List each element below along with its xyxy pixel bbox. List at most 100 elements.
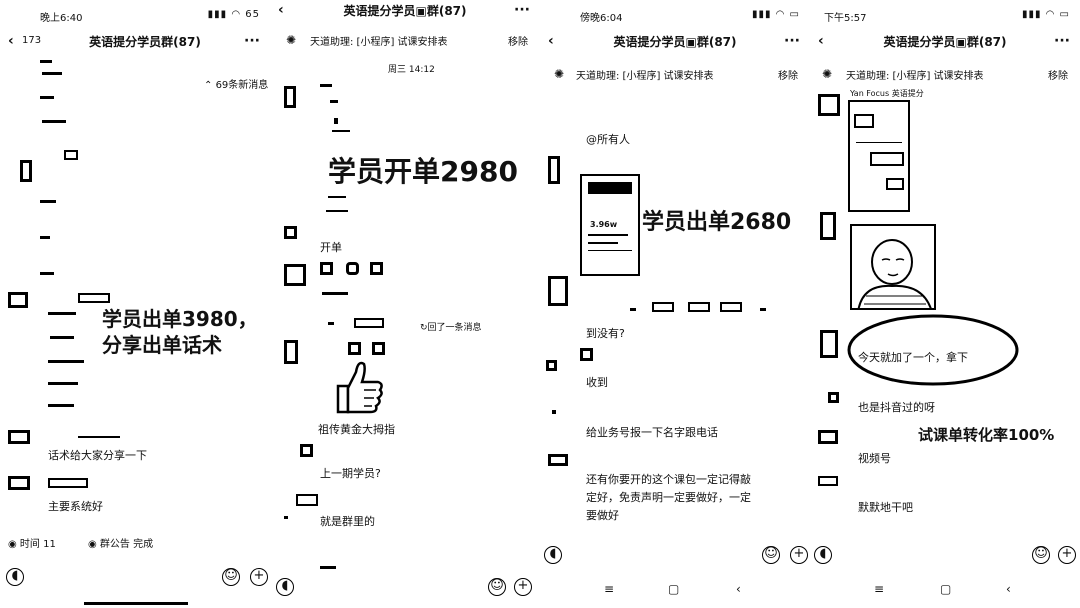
noise-mark — [42, 120, 66, 123]
shortcut-label: 时间 — [19, 539, 40, 550]
sender-avatar[interactable] — [546, 360, 557, 371]
payment-receipt-image[interactable]: 3.96w — [580, 174, 640, 276]
noise-mark — [42, 72, 62, 75]
sender-avatar[interactable] — [300, 444, 313, 457]
pinned-bar[interactable]: ✺ 天道助理: [小程序] 试课安排表 移除 — [270, 33, 540, 51]
sender-avatar[interactable] — [818, 94, 840, 116]
sender-avatar[interactable] — [346, 262, 359, 275]
voice-icon[interactable]: ◖ — [814, 546, 832, 564]
pinned-bar[interactable]: ✺ 天道助理: [小程序] 试课安排表 移除 — [810, 67, 1080, 85]
pinned-text: 天道助理: [小程序] 试课安排表 — [576, 71, 714, 82]
sender-avatar[interactable] — [580, 348, 593, 361]
miniprogram-icon: ✺ — [286, 33, 297, 47]
status-bar: 傍晚6:04 ▮▮▮ ◠ ▭ — [540, 9, 810, 24]
pinned-bar[interactable]: ✺ 天道助理: [小程序] 试课安排表 移除 — [540, 67, 810, 85]
chat-screenshot-2: ‹ 英语提分学员▣群(87) ··· ✺ 天道助理: [小程序] 试课安排表 移… — [270, 0, 540, 608]
noise-mark — [330, 100, 338, 103]
plus-icon[interactable]: + — [514, 578, 532, 596]
home-icon[interactable]: ▢ — [668, 582, 680, 596]
chat-message: 今天就加了一个，拿下 — [858, 351, 968, 364]
sender-avatar[interactable] — [820, 330, 838, 358]
shortcut-count: 11 — [43, 539, 56, 550]
more-icon[interactable]: ··· — [1054, 33, 1070, 49]
sender-avatar[interactable] — [818, 476, 838, 486]
sender-avatar[interactable] — [828, 392, 839, 403]
sender-avatar[interactable] — [296, 494, 318, 506]
sender-avatar[interactable] — [8, 476, 30, 490]
chat-title-text: 英语提分学员 — [613, 35, 686, 49]
more-icon[interactable]: ··· — [784, 33, 800, 49]
remove-button[interactable]: 移除 — [778, 71, 798, 82]
status-time: 下午5:57 — [824, 13, 867, 24]
chat-title: 英语提分学员▣群(87) — [613, 35, 737, 49]
status-time: 傍晚6:04 — [580, 13, 623, 24]
sender-avatar[interactable] — [348, 342, 361, 355]
menu-icon[interactable]: ≡ — [874, 582, 885, 596]
back-icon[interactable]: ‹ — [278, 2, 284, 18]
sender-avatar[interactable] — [818, 430, 838, 444]
emoji-icon[interactable]: ☺ — [488, 578, 506, 596]
sender-avatar[interactable] — [284, 86, 296, 108]
emoji-icon[interactable]: ☺ — [1032, 546, 1050, 564]
chat-title: 英语提分学员群(87) — [89, 35, 201, 49]
bottom-shortcut-time[interactable]: ◉ 时间 11 — [8, 539, 56, 550]
new-messages-badge[interactable]: ⌃ 69条新消息 — [204, 80, 269, 91]
bottom-shortcut-notice[interactable]: ◉ 群公告 完成 — [88, 539, 154, 550]
chat-header: ‹ 英语提分学员▣群(87) ··· — [810, 33, 1080, 55]
sender-avatar[interactable] — [8, 430, 30, 444]
menu-icon[interactable]: ≡ — [604, 582, 615, 596]
chat-message: 给业务号报一下名字跟电话 — [586, 426, 718, 439]
sender-avatar[interactable] — [548, 276, 568, 306]
screenshot-image[interactable] — [848, 100, 910, 212]
sender-avatar[interactable] — [320, 262, 333, 275]
chat-message: 视频号 — [858, 452, 891, 465]
voice-icon[interactable]: ◖ — [6, 568, 24, 586]
miniprogram-icon: ✺ — [822, 67, 833, 81]
remove-button[interactable]: 移除 — [508, 37, 528, 48]
emoji-icon[interactable]: ☺ — [762, 546, 780, 564]
chat-title-suffix: 群(87) — [426, 4, 467, 18]
sender-avatar[interactable] — [372, 342, 385, 355]
sender-avatar[interactable] — [20, 160, 32, 182]
back-nav-icon[interactable]: ‹ — [736, 582, 741, 596]
sender-avatar[interactable] — [548, 156, 560, 184]
remove-button[interactable]: 移除 — [1048, 71, 1068, 82]
sender-avatar[interactable] — [284, 340, 298, 364]
back-icon[interactable]: ‹ — [818, 33, 824, 49]
voice-icon[interactable]: ◖ — [276, 578, 294, 596]
sender-name — [354, 318, 384, 328]
sender-avatar[interactable] — [548, 454, 568, 466]
home-indicator — [84, 602, 188, 605]
home-icon[interactable]: ▢ — [940, 582, 952, 596]
more-icon[interactable]: ··· — [244, 33, 260, 49]
more-icon[interactable]: ··· — [514, 2, 530, 18]
sender-avatar[interactable] — [370, 262, 383, 275]
receipt-line — [588, 242, 618, 244]
sender-avatar[interactable] — [8, 292, 28, 308]
emoji-icon[interactable]: ☺ — [222, 568, 240, 586]
sender-avatar[interactable] — [284, 226, 297, 239]
chat-message: 上一期学员? — [320, 467, 381, 480]
sender-avatar[interactable] — [284, 264, 306, 286]
plus-icon[interactable]: + — [790, 546, 808, 564]
unread-count[interactable]: 173 — [22, 35, 42, 46]
chat-message: 话术给大家分享一下 — [48, 449, 147, 462]
photo-image[interactable] — [850, 224, 936, 310]
noise-mark — [50, 336, 74, 339]
shortcut-label: 完成 — [133, 539, 154, 550]
plus-icon[interactable]: + — [250, 568, 268, 586]
back-icon[interactable]: ‹ — [8, 33, 14, 49]
child-photo — [857, 239, 932, 308]
receipt-amount: 3.96w — [590, 220, 618, 229]
voice-icon[interactable]: ◖ — [544, 546, 562, 564]
thumbs-up-sticker[interactable] — [330, 356, 386, 416]
back-nav-icon[interactable]: ‹ — [1006, 582, 1011, 596]
reply-hint[interactable]: ↻回了一条消息 — [420, 323, 482, 333]
chat-header: ‹ 英语提分学员▣群(87) ··· — [540, 33, 810, 55]
receipt-line — [588, 250, 632, 251]
sender-avatar[interactable] — [820, 212, 836, 240]
noise-mark — [40, 236, 50, 239]
noise-mark — [40, 200, 56, 203]
back-icon[interactable]: ‹ — [548, 33, 554, 49]
plus-icon[interactable]: + — [1058, 546, 1076, 564]
